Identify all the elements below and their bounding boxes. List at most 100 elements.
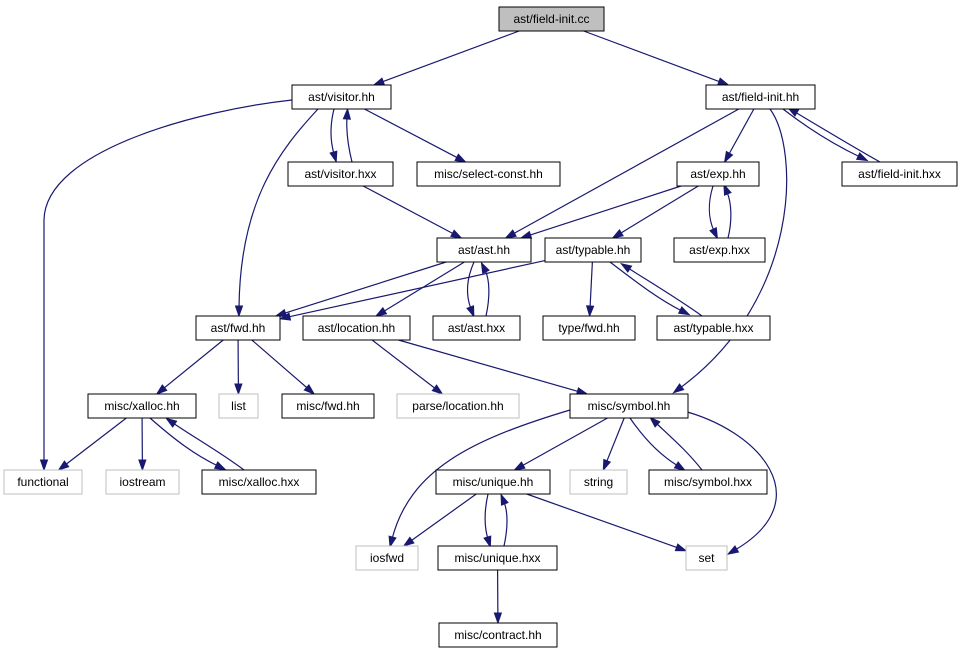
node-functional: functional (3, 469, 83, 495)
edge-fwd_hh-to-list (234, 339, 243, 396)
node-label: ast/exp.hxx (689, 243, 750, 257)
edge-line (162, 339, 224, 390)
node-box (569, 469, 628, 495)
arrowhead-icon (402, 536, 415, 547)
node-label: ast/field-init.cc (513, 12, 589, 26)
arrowhead-icon (234, 305, 244, 318)
arrowhead-icon (165, 417, 178, 428)
node-label: set (698, 551, 715, 565)
node-label: misc/symbol.hxx (664, 475, 752, 489)
edge-typable_hxx-to-typable_hh (619, 262, 703, 317)
node-typable-hxx[interactable]: ast/typable.hxx (656, 315, 771, 341)
node-label: functional (17, 475, 68, 489)
node-label: ast/location.hh (318, 321, 395, 335)
edge-symbol_hh-to-symbol_hxx (629, 417, 687, 471)
node-box (218, 393, 259, 419)
edge-field_init_hxx-to-field_init_hh (786, 107, 881, 163)
node-box (3, 469, 83, 495)
edge-fwd_hh-to-xalloc_hh (155, 339, 224, 395)
node-visitor-hxx[interactable]: ast/visitor.hxx (287, 161, 394, 187)
arrowhead-icon (274, 308, 288, 317)
node-label: misc/select-const.hh (434, 167, 543, 181)
edge-line (172, 422, 245, 471)
node-symbol-hxx[interactable]: misc/symbol.hxx (648, 469, 768, 495)
node-unique-hxx[interactable]: misc/unique.hxx (437, 545, 558, 571)
node-symbol-hh[interactable]: misc/symbol.hh (569, 393, 689, 419)
edge-exp_hxx-to-exp_hh (723, 183, 732, 239)
node-contract-hh[interactable]: misc/contract.hh (438, 622, 558, 648)
node-typable-hh[interactable]: ast/typable.hh (544, 237, 642, 263)
edge-line (619, 185, 699, 235)
node-label: misc/unique.hxx (454, 551, 540, 565)
node-field-init-cc[interactable]: ast/field-init.cc (498, 6, 605, 32)
edge-line (503, 501, 508, 547)
arrowhead-icon (709, 226, 718, 240)
node-field-init-hh[interactable]: ast/field-init.hh (705, 84, 816, 110)
node-box (287, 161, 394, 187)
node-box (437, 545, 558, 571)
arrowhead-icon (234, 383, 243, 396)
edge-unique_hh-to-unique_hxx (483, 493, 492, 549)
edge-line (679, 108, 788, 389)
node-xalloc-hh[interactable]: misc/xalloc.hh (87, 393, 197, 419)
edge-line (512, 108, 740, 235)
arrowhead-icon (674, 543, 688, 552)
node-exp-hxx[interactable]: ast/exp.hxx (673, 237, 766, 263)
node-label: misc/contract.hh (454, 628, 541, 642)
node-box (544, 237, 642, 263)
edge-line (794, 111, 881, 163)
edge-line (283, 261, 447, 315)
arrowhead-icon (585, 305, 595, 318)
edges-layer (39, 30, 881, 625)
node-location-hh[interactable]: ast/location.hh (302, 315, 411, 341)
node-type-fwd-hh[interactable]: type/fwd.hh (542, 315, 636, 341)
arrowhead-icon (672, 383, 685, 394)
node-label: misc/xalloc.hh (104, 399, 179, 413)
arrowhead-icon (723, 183, 732, 196)
node-box (291, 84, 392, 110)
edge-line (583, 30, 722, 83)
edge-symbol_hh-to-string (602, 417, 625, 472)
node-box (195, 315, 281, 341)
node-box (396, 393, 520, 419)
edge-line (679, 409, 777, 551)
node-unique-hh[interactable]: misc/unique.hh (435, 469, 551, 495)
edge-line (526, 493, 679, 549)
node-box (355, 545, 419, 571)
arrowhead-icon (673, 461, 687, 471)
node-field-init-hxx[interactable]: ast/field-init.hxx (841, 161, 958, 187)
node-label: misc/unique.hh (453, 475, 534, 489)
edge-ast_hh-to-ast_hxx (466, 261, 475, 318)
edge-exp_hh-to-typable_hh (611, 185, 699, 239)
node-box (705, 84, 816, 110)
node-ast-hh[interactable]: ast/ast.hh (436, 237, 532, 263)
edge-ast_hxx-to-ast_hh (480, 261, 490, 317)
node-box (201, 469, 317, 495)
node-box (87, 393, 197, 419)
node-label: ast/visitor.hh (308, 90, 375, 104)
node-fwd-hh[interactable]: ast/fwd.hh (195, 315, 281, 341)
node-xalloc-hxx[interactable]: misc/xalloc.hxx (201, 469, 317, 495)
edge-line (605, 417, 625, 463)
edge-symbol_hxx-to-symbol_hh (649, 416, 703, 471)
arrowhead-icon (602, 458, 612, 472)
node-select-const-hh[interactable]: misc/select-const.hh (416, 161, 561, 187)
node-misc-fwd-hh[interactable]: misc/fwd.hh (281, 393, 375, 419)
edge-symbol_hh-to-set (679, 409, 777, 555)
arrowhead-icon (374, 306, 388, 317)
node-box (436, 237, 532, 263)
arrowhead-icon (717, 77, 730, 86)
edge-line (149, 417, 219, 467)
node-visitor-hh[interactable]: ast/visitor.hh (291, 84, 392, 110)
node-ast-hxx[interactable]: ast/ast.hxx (432, 315, 521, 341)
edge-symbol_hh-to-unique_hh (513, 417, 608, 471)
edge-line (726, 191, 732, 239)
edge-xalloc_hh-to-functional (57, 417, 127, 471)
edge-line (409, 493, 477, 542)
node-label: string (584, 475, 613, 489)
node-box (676, 161, 760, 187)
edge-line (629, 417, 679, 467)
edge-unique_hxx-to-contract_hh (493, 569, 503, 625)
node-exp-hh[interactable]: ast/exp.hh (676, 161, 760, 187)
